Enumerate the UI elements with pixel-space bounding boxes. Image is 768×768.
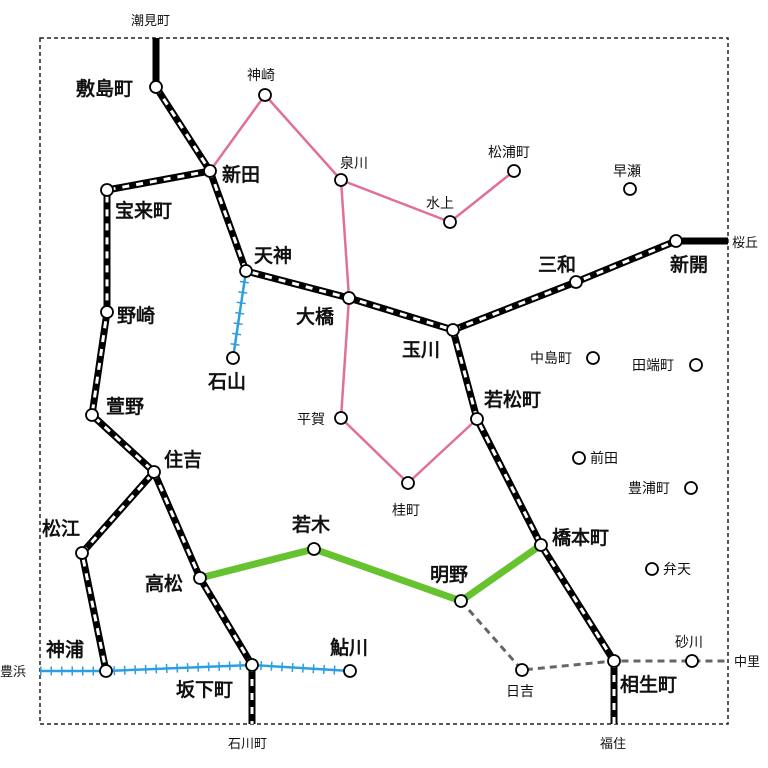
- marker-sakashitacho[interactable]: [245, 658, 259, 672]
- marker-kouura[interactable]: [99, 664, 113, 678]
- marker-sunagawa[interactable]: [685, 654, 699, 668]
- edge-label-north: 潮見町: [131, 14, 170, 29]
- label-tenjin: 天神: [254, 244, 292, 267]
- label-wakamatsucho: 若松町: [484, 388, 541, 411]
- blue-line-toyohama: [40, 660, 351, 676]
- marker-wakamatsucho[interactable]: [470, 412, 484, 426]
- station-labels: 敷島町 新田 宝来町 天神 野崎 萱野 住吉 松江 神浦 高松 坂下町 鮎川 石…: [42, 68, 708, 701]
- marker-izumigawa[interactable]: [334, 173, 348, 187]
- jr-line-east: [206, 169, 728, 724]
- marker-kanzaki[interactable]: [258, 88, 272, 102]
- label-sakashitacho: 坂下町: [176, 679, 233, 701]
- edge-label-south-left: 石川町: [228, 737, 267, 752]
- label-sanwa: 三和: [538, 253, 576, 276]
- label-matsue: 松江: [42, 517, 80, 540]
- label-hayase: 早瀬: [613, 164, 641, 180]
- marker-benten[interactable]: [645, 562, 659, 576]
- label-hiyoshi: 日吉: [506, 684, 534, 700]
- label-sumiyoshi: 住吉: [164, 448, 202, 471]
- marker-horaicho[interactable]: [100, 183, 114, 197]
- marker-ishiyama[interactable]: [226, 351, 240, 365]
- marker-hayase[interactable]: [623, 182, 637, 196]
- label-nozaki: 野崎: [117, 304, 155, 327]
- marker-minakami[interactable]: [443, 215, 457, 229]
- marker-tamagawa[interactable]: [446, 323, 460, 337]
- label-ohashi: 大橋: [296, 305, 335, 328]
- label-toyouracho: 豊浦町: [628, 481, 670, 497]
- label-izumigawa: 泉川: [340, 155, 368, 172]
- label-horaicho: 宝来町: [115, 199, 172, 222]
- label-shikishima: 敷島町: [76, 77, 133, 100]
- label-takamatsu: 高松: [145, 572, 183, 595]
- marker-nakajimacho[interactable]: [586, 351, 600, 365]
- label-kouura: 神浦: [46, 638, 84, 661]
- edge-label-south-right: 福住: [600, 737, 626, 752]
- marker-sumiyoshi[interactable]: [147, 465, 161, 479]
- marker-aioicho[interactable]: [607, 654, 621, 668]
- marker-katsuramachi[interactable]: [401, 476, 415, 490]
- marker-sanwa[interactable]: [569, 275, 583, 289]
- green-line: [199, 542, 544, 605]
- edge-label-west: 豊浜: [0, 665, 26, 680]
- marker-matsuuracho[interactable]: [507, 164, 521, 178]
- station-markers: [75, 80, 703, 678]
- marker-ayukawa[interactable]: [343, 664, 357, 678]
- label-katsuramachi: 桂町: [392, 503, 420, 519]
- label-sunagawa: 砂川: [675, 635, 703, 651]
- label-maeda: 前田: [590, 450, 618, 467]
- edge-label-east-bottom: 中里: [734, 655, 760, 670]
- marker-hiyoshi[interactable]: [515, 663, 529, 677]
- marker-shinden[interactable]: [203, 164, 217, 178]
- label-kanzaki: 神崎: [247, 68, 275, 84]
- map-border: [39, 37, 729, 725]
- marker-tabatacho[interactable]: [689, 358, 703, 372]
- label-aioicho: 相生町: [620, 673, 677, 696]
- label-tabatacho: 田端町: [632, 358, 674, 374]
- label-wakagi: 若木: [292, 513, 331, 536]
- marker-shinkai[interactable]: [669, 234, 683, 248]
- label-hashimotocho: 橋本町: [552, 526, 609, 549]
- label-ishiyama: 石山: [207, 371, 246, 393]
- marker-hashimotocho[interactable]: [534, 538, 548, 552]
- marker-toyouracho[interactable]: [684, 481, 698, 495]
- label-kayano: 萱野: [106, 396, 144, 418]
- label-tamagawa: 玉川: [402, 339, 440, 361]
- edge-label-east-top: 桜丘: [732, 236, 758, 251]
- marker-takamatsu[interactable]: [193, 571, 207, 585]
- marker-akeno[interactable]: [454, 594, 468, 608]
- marker-tenjin[interactable]: [239, 264, 253, 278]
- label-shinden: 新田: [222, 163, 260, 186]
- edge-labels: 潮見町 桜丘 豊浜 石川町 福住 中里: [0, 14, 760, 752]
- marker-nozaki[interactable]: [100, 305, 114, 319]
- marker-ohashi[interactable]: [342, 291, 356, 305]
- label-nakajimacho: 中島町: [530, 351, 572, 367]
- marker-maeda[interactable]: [572, 451, 586, 465]
- pink-line: [208, 93, 515, 485]
- marker-wakagi[interactable]: [307, 542, 321, 556]
- label-matsuuracho: 松浦町: [488, 145, 530, 161]
- label-ayukawa: 鮎川: [330, 636, 368, 659]
- label-shinkai: 新開: [670, 253, 708, 276]
- label-akeno: 明野: [430, 564, 468, 586]
- label-hiraga: 平賀: [297, 412, 325, 428]
- blue-line-ishiyama: [228, 270, 251, 359]
- marker-shikishima[interactable]: [149, 80, 163, 94]
- marker-kayano[interactable]: [85, 408, 99, 422]
- label-benten: 弁天: [663, 562, 691, 578]
- marker-matsue[interactable]: [75, 546, 89, 560]
- label-minakami: 水上: [426, 196, 454, 212]
- marker-hiraga[interactable]: [334, 411, 348, 425]
